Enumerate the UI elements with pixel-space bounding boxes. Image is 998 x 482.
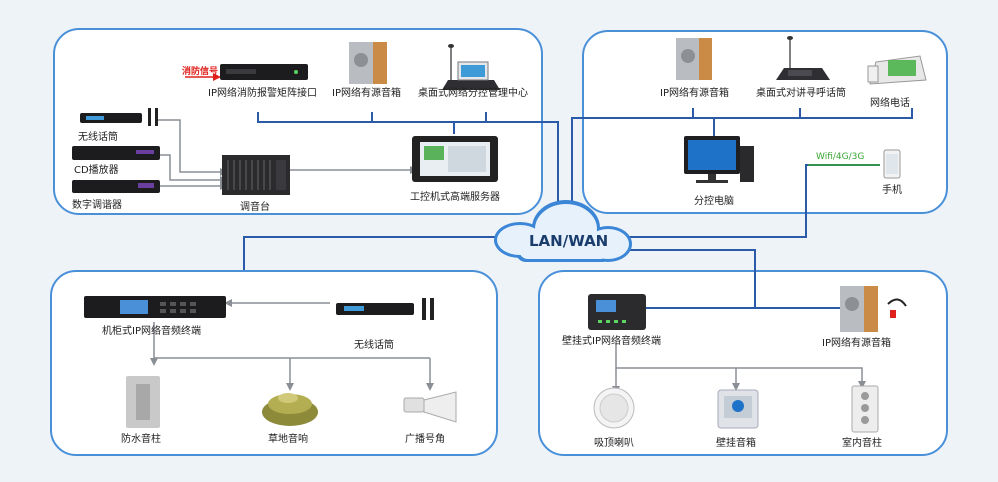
active-speaker-tl-device — [349, 42, 387, 84]
active-speaker-br-label: IP网络有源音箱 — [822, 338, 891, 349]
indoor-column-device — [851, 385, 879, 433]
bus-bottom-right — [612, 249, 756, 309]
arrow-lawn — [286, 383, 294, 391]
pc-label: 分控电脑 — [694, 196, 734, 207]
cloud-shape — [494, 200, 632, 262]
cd-player-label: CD播放器 — [74, 165, 119, 176]
wireless-mic-bl-label: 无线话筒 — [354, 340, 394, 351]
wireless-mic-tl-label: 无线话筒 — [78, 132, 118, 143]
wall-speaker-label: 壁挂音箱 — [716, 438, 756, 449]
active-speaker-br-device — [840, 286, 907, 332]
waterproof-column-device — [126, 376, 160, 428]
ip-phone-device — [867, 55, 927, 85]
ip-phone-label: 网络电话 — [870, 98, 910, 109]
fire-interface-label: IP网络消防报警矩阵接口 — [208, 88, 317, 99]
wall-terminal-label: 壁挂式IP网络音频终端 — [562, 336, 661, 347]
horn-label: 广播号角 — [405, 434, 445, 445]
arrow-horn — [426, 383, 434, 391]
arrow-column — [150, 358, 158, 366]
indoor-column-label: 室内音柱 — [842, 438, 882, 449]
mixer-label: 调音台 — [240, 202, 270, 213]
waterproof-column-label: 防水音柱 — [121, 434, 161, 445]
cd-player-device — [72, 146, 160, 160]
desk-center-device — [442, 44, 500, 90]
active-speaker-tr-device — [676, 38, 712, 80]
bus-bottom-left — [243, 236, 510, 270]
mixer-device — [222, 155, 290, 195]
desk-center-label: 桌面式网络分控管理中心 — [418, 88, 528, 99]
tuner-device — [72, 180, 160, 193]
ceiling-speaker-label: 吸顶喇叭 — [594, 438, 634, 449]
wall-speaker-device — [717, 389, 759, 429]
arrow-indoor — [858, 381, 866, 389]
fire-matrix-device — [220, 64, 308, 80]
wifi-label: Wifi/4G/3G — [816, 152, 865, 162]
bus-lines — [243, 108, 913, 309]
lan-wan-label: LAN/WAN — [529, 232, 609, 250]
rack-terminal-device — [84, 296, 226, 318]
horn-device — [403, 391, 457, 423]
active-speaker-tr-label: IP网络有源音箱 — [660, 88, 729, 99]
wireless-mic-bl-device — [336, 298, 434, 320]
mobile-device — [883, 149, 901, 179]
line-mic-mixer — [158, 119, 220, 173]
fire-arrow-head — [213, 73, 221, 81]
server-device — [412, 136, 498, 182]
bus-top-right — [571, 108, 913, 233]
lawn-speaker-label: 草地音响 — [268, 434, 308, 445]
arrow-rack — [224, 299, 232, 307]
fire-signal-label: 消防信号 — [182, 67, 219, 77]
server-label: 工控机式高端服务器 — [410, 192, 500, 203]
mobile-label: 手机 — [882, 185, 902, 196]
rack-terminal-label: 机柜式IP网络音频终端 — [102, 326, 201, 337]
tuner-label: 数字调谐器 — [72, 200, 122, 211]
lawn-speaker-device — [262, 393, 318, 426]
arrow-wallbox — [732, 383, 740, 391]
line-wall-outputs — [615, 343, 863, 383]
bus-top-left — [257, 112, 559, 233]
ceiling-speaker-device — [593, 387, 635, 429]
intercom-label: 桌面式对讲寻呼话筒 — [756, 88, 846, 99]
active-speaker-tl-label: IP网络有源音箱 — [332, 88, 401, 99]
line-cd-mixer — [160, 154, 220, 181]
intercom-device — [776, 36, 830, 80]
wall-terminal-device — [588, 294, 646, 330]
pc-device — [684, 136, 754, 183]
wireless-mic-tl-device — [80, 108, 158, 126]
